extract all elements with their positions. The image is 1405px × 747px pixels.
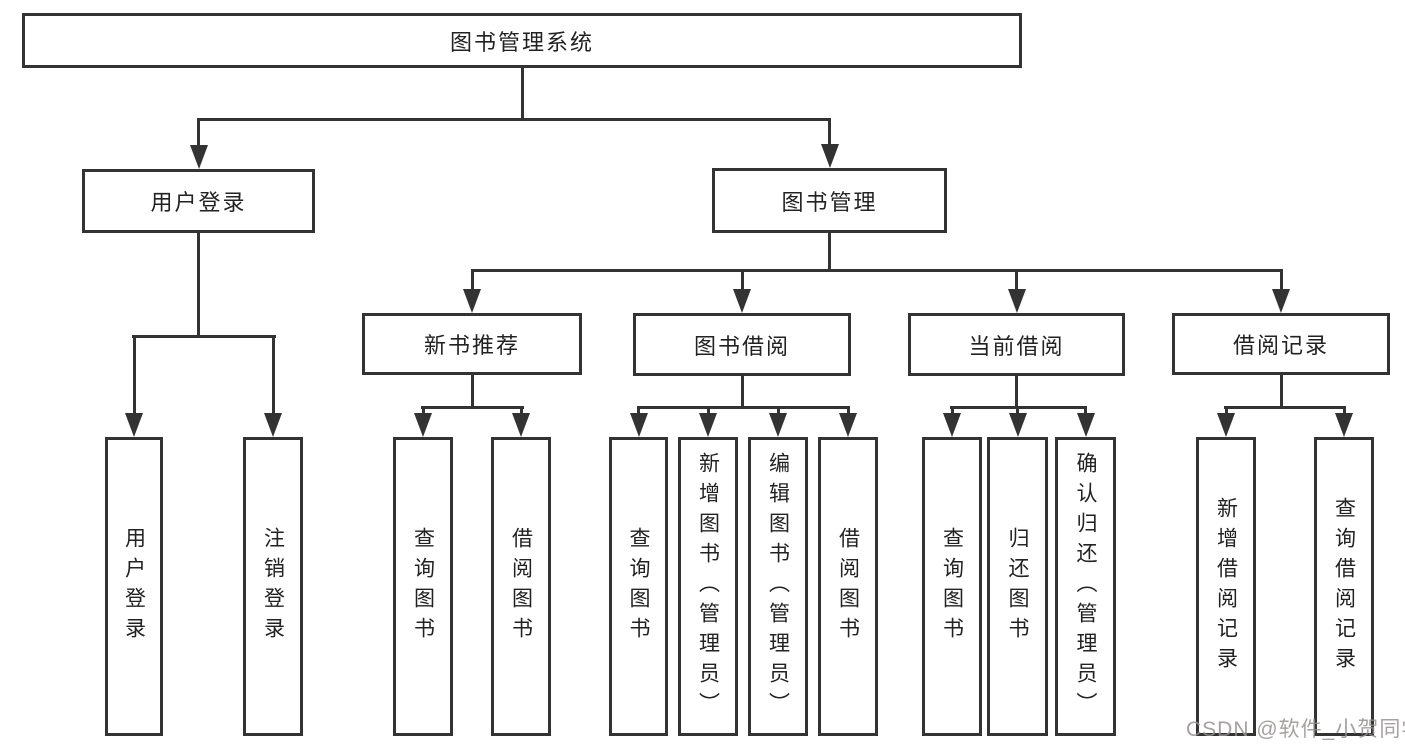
node-label: 新增借阅记录 [1214, 496, 1238, 677]
node-label: 新书推荐 [423, 333, 520, 358]
node-label: 查询图书 [411, 526, 435, 647]
connector-line [422, 406, 425, 415]
connector-line [1015, 269, 1018, 291]
connector-line [1225, 406, 1228, 415]
connector-line [421, 406, 524, 409]
node-label: 查询图书 [940, 526, 964, 647]
node-label: 查询图书 [627, 526, 650, 647]
connector-line [1343, 406, 1346, 415]
arrow-down-icon [463, 289, 481, 313]
leaf-current-query-books: 查询图书 [922, 437, 982, 736]
connector-line [777, 406, 780, 415]
arrow-down-icon [1009, 413, 1027, 437]
connector-line [828, 118, 831, 148]
connector-line [471, 269, 474, 291]
node-label: 确认归还（管理员） [1074, 451, 1097, 722]
arrow-down-icon [733, 289, 751, 313]
node-label: 编辑图书（管理员） [766, 451, 790, 722]
leaf-records-query-record: 查询借阅记录 [1314, 437, 1374, 736]
node-label: 当前借阅 [968, 333, 1065, 359]
leaf-current-return-books: 归还图书 [987, 437, 1048, 736]
arrow-down-icon [630, 413, 648, 437]
node-book-management: 图书管理 [712, 168, 947, 233]
connector-line [637, 406, 850, 409]
arrow-down-icon [264, 413, 282, 437]
node-label: 用户登录 [150, 190, 247, 215]
leaf-recommend-borrow-books: 借阅图书 [491, 437, 551, 736]
node-root-system: 图书管理系统 [22, 13, 1022, 68]
connector-line [1224, 406, 1345, 409]
node-label: 查询借阅记录 [1332, 496, 1356, 677]
arrow-down-icon [699, 413, 717, 437]
node-label: 图书管理系统 [449, 29, 594, 55]
arrow-down-icon [943, 413, 961, 437]
connector-line [471, 375, 474, 408]
arrow-down-icon [1008, 289, 1026, 313]
node-borrow-records: 借阅记录 [1172, 313, 1390, 375]
csdn-watermark: CSDN @软件_小贺同学 [1186, 718, 1405, 741]
node-user-login: 用户登录 [82, 169, 315, 233]
arrow-down-icon [839, 413, 857, 437]
connector-line [637, 406, 640, 415]
connector-line [1280, 269, 1283, 291]
connector-line [1016, 406, 1019, 415]
arrow-down-icon [821, 144, 839, 168]
node-label: 用户登录 [122, 526, 146, 647]
connector-line [707, 406, 710, 415]
connector-line [741, 376, 744, 408]
leaf-current-confirm-return-admin: 确认归还（管理员） [1055, 437, 1116, 736]
node-label: 注销登录 [261, 526, 285, 647]
node-label: 借阅图书 [836, 526, 860, 647]
connector-line [272, 335, 275, 415]
leaf-borrow-query-books: 查询图书 [609, 437, 668, 736]
connector-line [197, 118, 200, 148]
leaf-logout: 注销登录 [243, 437, 303, 736]
connector-line [1015, 376, 1018, 408]
node-label: 图书借阅 [693, 333, 790, 359]
connector-line [847, 406, 850, 415]
node-label: 新增图书（管理员） [696, 451, 720, 722]
connector-line [741, 269, 744, 291]
leaf-borrow-add-books-admin: 新增图书（管理员） [678, 437, 738, 736]
node-label: 借阅记录 [1232, 333, 1329, 358]
node-new-book-recommend: 新书推荐 [362, 313, 582, 375]
arrow-down-icon [1272, 289, 1290, 313]
connector-line [828, 233, 831, 272]
connector-line [1280, 375, 1283, 408]
arrow-down-icon [512, 413, 530, 437]
node-label: 归还图书 [1006, 526, 1029, 647]
arrow-down-icon [1335, 413, 1353, 437]
connector-line [1084, 406, 1087, 415]
leaf-user-login: 用户登录 [105, 437, 163, 736]
node-book-borrow: 图书借阅 [633, 313, 851, 376]
connector-line [951, 406, 954, 415]
connector-line [471, 269, 1283, 272]
node-current-borrow: 当前借阅 [908, 313, 1125, 376]
connector-line [197, 233, 200, 338]
node-label: 图书管理 [781, 189, 878, 215]
leaf-records-add-record: 新增借阅记录 [1196, 437, 1256, 736]
connector-line [133, 335, 136, 415]
leaf-borrow-edit-books-admin: 编辑图书（管理员） [748, 437, 808, 736]
node-label: 借阅图书 [509, 526, 533, 647]
arrow-down-icon [125, 413, 143, 437]
arrow-down-icon [1217, 413, 1235, 437]
leaf-recommend-query-books: 查询图书 [393, 437, 453, 736]
arrow-down-icon [769, 413, 787, 437]
connector-line [521, 68, 524, 120]
arrow-down-icon [190, 145, 208, 169]
connector-line [520, 406, 523, 415]
arrow-down-icon [414, 413, 432, 437]
arrow-down-icon [1077, 413, 1095, 437]
leaf-borrow-borrow-books: 借阅图书 [818, 437, 878, 736]
connector-line [197, 118, 831, 121]
connector-line [132, 335, 276, 338]
